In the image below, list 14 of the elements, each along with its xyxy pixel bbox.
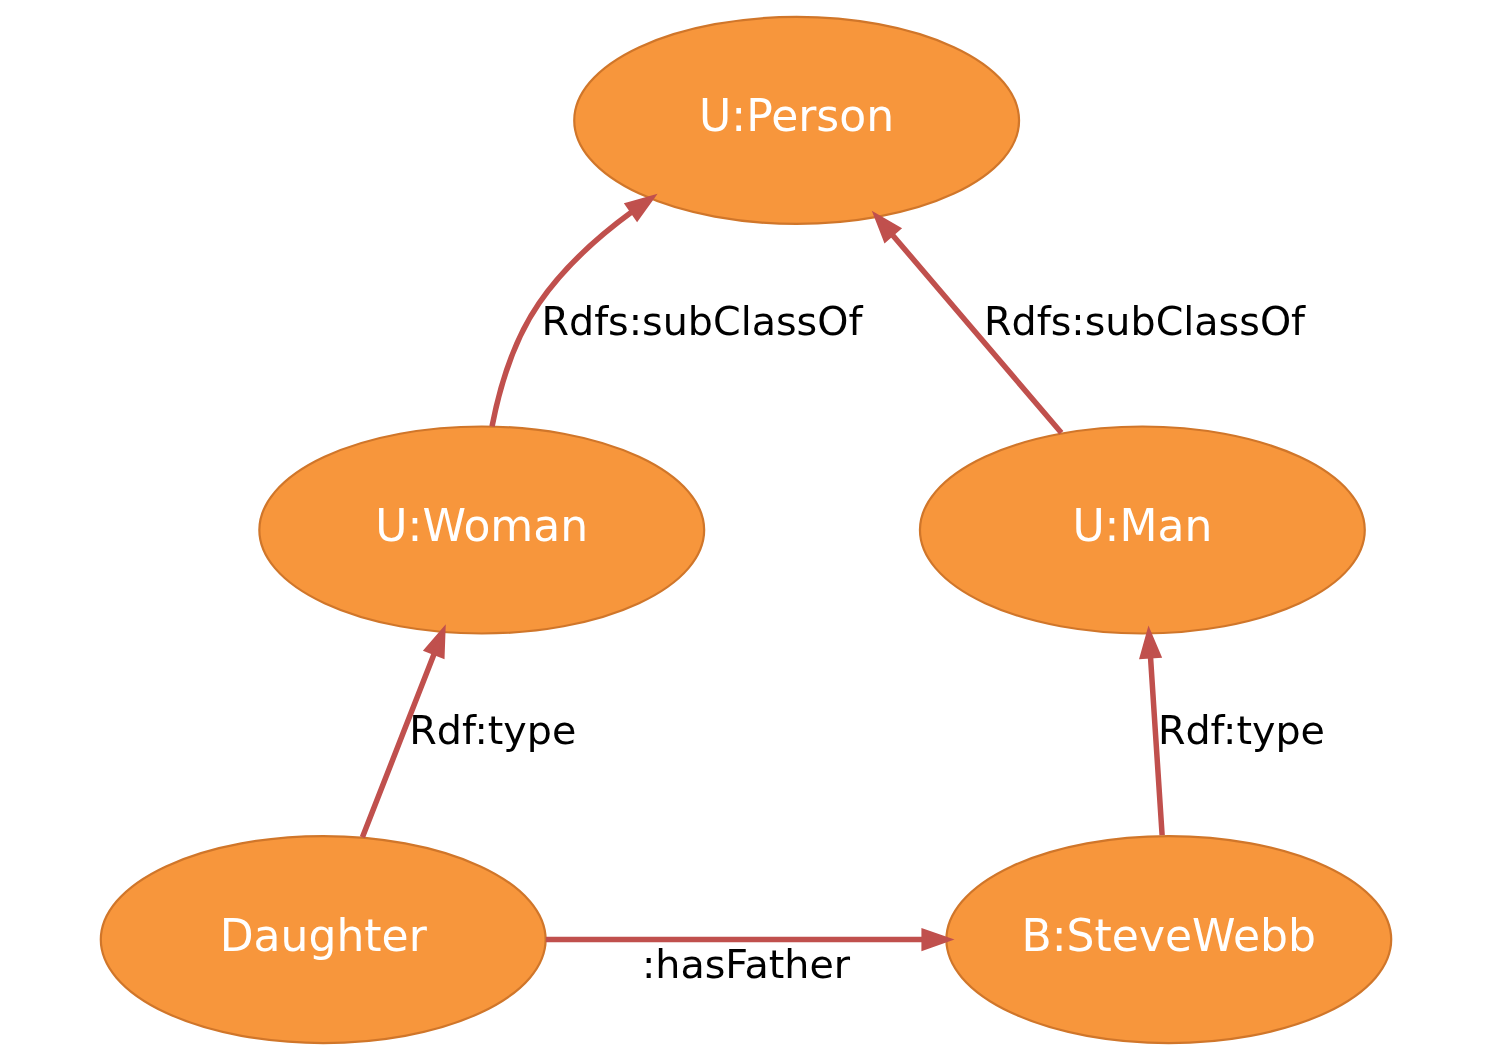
node-ellipse: B:SteveWebb — [945, 835, 1393, 1045]
edge-label: Rdfs:subClassOf — [984, 297, 1306, 344]
node-ellipse: Daughter — [99, 835, 547, 1045]
arrow — [545, 928, 955, 952]
edge-label: :hasFather — [641, 940, 851, 987]
arrow — [871, 210, 1064, 435]
arrow — [1139, 625, 1165, 836]
edge-label: Rdf:type — [409, 707, 577, 754]
arrow — [359, 624, 446, 839]
arrow — [489, 193, 658, 427]
edge-label: Rdf:type — [1157, 707, 1325, 754]
node-ellipse: U:Man — [918, 425, 1366, 635]
node-ellipse: U:Woman — [258, 425, 706, 635]
edge-label: Rdfs:subClassOf — [541, 297, 863, 344]
